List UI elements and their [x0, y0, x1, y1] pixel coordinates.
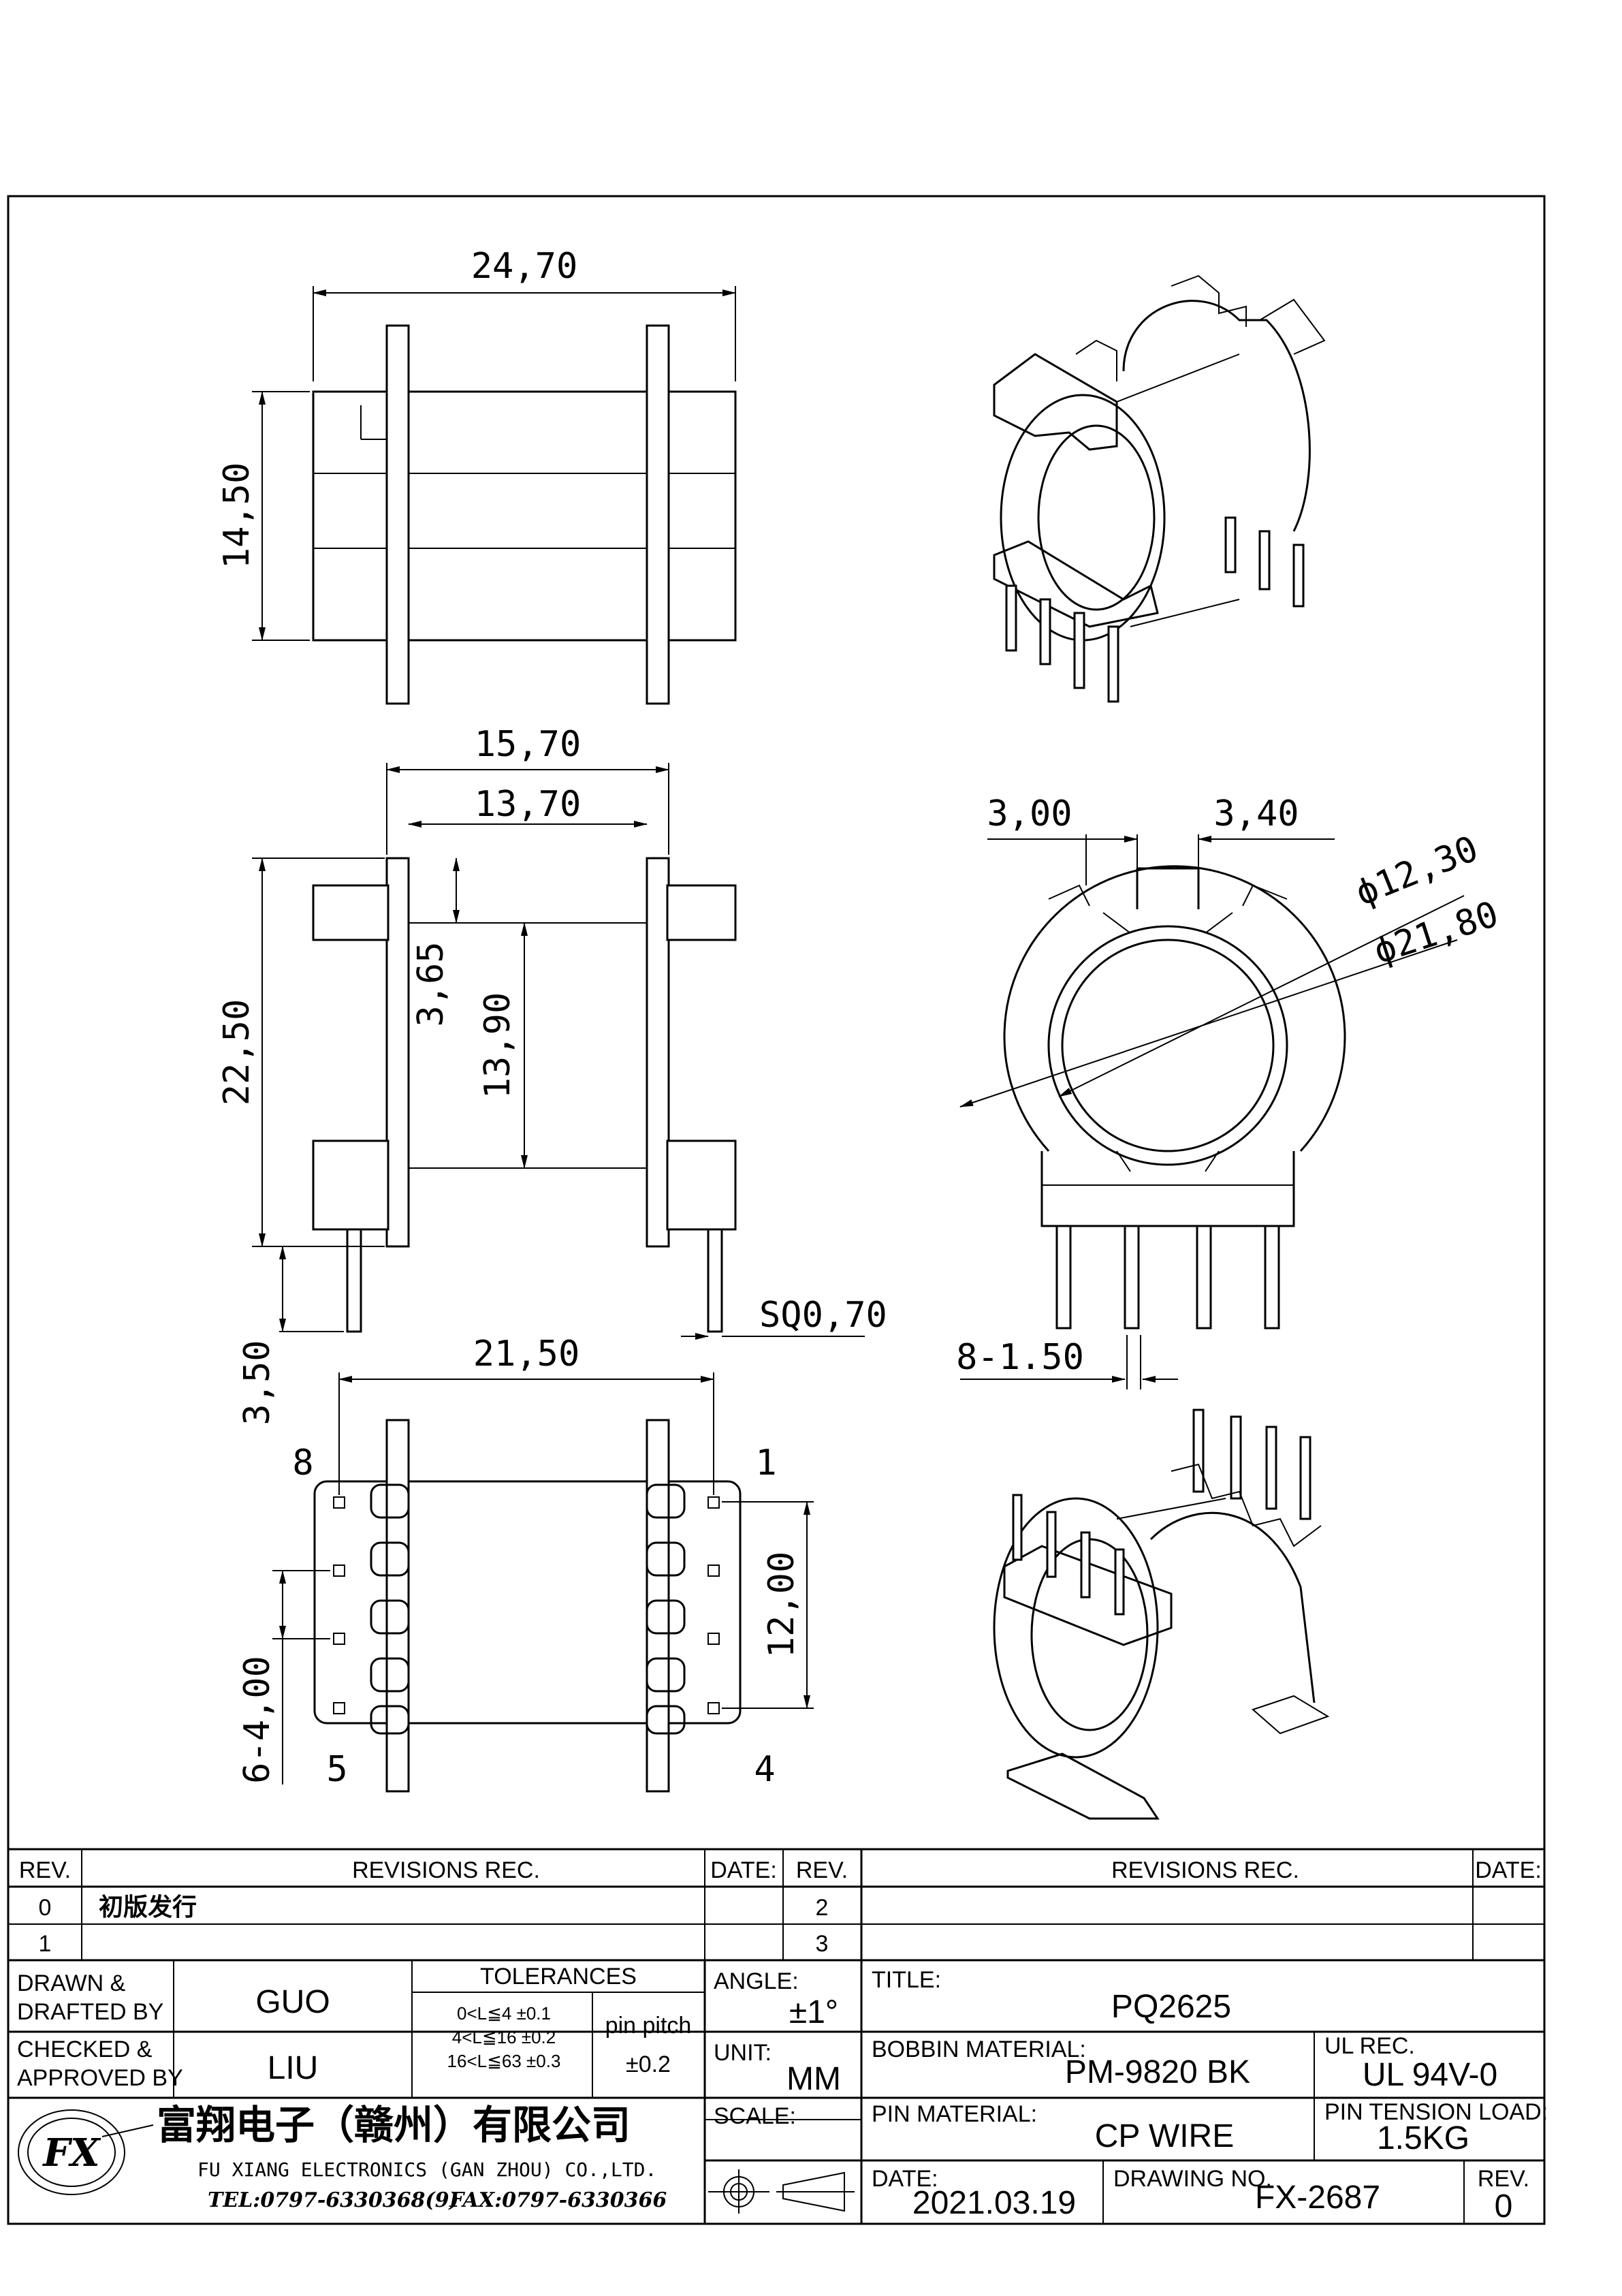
pin-material-label: PIN MATERIAL: [872, 2101, 1037, 2127]
isometric-view-bottom [993, 1409, 1330, 1820]
side-pin-right [707, 1228, 723, 1333]
scale-label: SCALE: [714, 2103, 796, 2129]
dim-pin-length: 3,50 [237, 1340, 278, 1425]
front-outer-arc [1003, 865, 1346, 1152]
dim-side-step: 3,65 [411, 941, 451, 1026]
isometric-view-top [993, 274, 1326, 703]
dim-bottom-pitch: 6-4,00 [237, 1656, 278, 1784]
dim-top-height: 14,50 [217, 462, 257, 569]
unit-label: UNIT: [714, 2040, 772, 2066]
bottom-view-body [313, 1480, 742, 1725]
pin-label-8: 8 [292, 1443, 313, 1483]
tolerance-line-2: 4<L≦16 ±0.2 [452, 2027, 556, 2047]
iso-bottom-pins [1012, 1409, 1311, 1616]
tolerance-line-3: 16<L≦63 ±0.3 [447, 2051, 561, 2071]
rev-row-0-num: 0 [39, 1895, 52, 1921]
dim-pin-square: SQ0,70 [759, 1295, 887, 1336]
side-pin-left [346, 1228, 362, 1333]
tolerances-label: TOLERANCES [480, 1964, 637, 1990]
rev-row-0-text: 初版发行 [99, 1893, 197, 1921]
dim-bottom-width: 21,50 [473, 1334, 580, 1374]
dim-side-outer-width: 15,70 [475, 724, 582, 765]
company-logo-icon: FX [18, 2109, 125, 2195]
header-rev-left: REV. [19, 1857, 71, 1883]
rev-row-2-num: 2 [816, 1895, 829, 1921]
company-tel: TEL:0797-6330368(9) [208, 2188, 459, 2212]
top-view: 24,70 14,50 [217, 246, 737, 705]
dim-side-inner-height: 13,90 [477, 992, 518, 1099]
top-view-right-flange [646, 324, 670, 705]
dim-front-outer-dia: ϕ21,80 [1369, 894, 1503, 972]
angle-label: ANGLE: [714, 1968, 799, 1994]
dim-front-pins: 8-1.50 [956, 1337, 1084, 1378]
unit-value: MM [786, 2061, 841, 2097]
front-base [1040, 1151, 1295, 1227]
rev-value: 0 [1495, 2188, 1513, 2224]
company-logo-text: FX [42, 2130, 101, 2175]
rev-row-1-num: 1 [39, 1931, 52, 1957]
date-value: 2021.03.19 [912, 2185, 1076, 2221]
front-inner-circle-inner [1061, 939, 1275, 1152]
side-view: 15,70 13,70 22,50 3,65 13,90 3,50 SQ0,70 [217, 724, 887, 1426]
title-block: REV. REVISIONS REC. DATE: REV. REVISIONS… [7, 1848, 1548, 2225]
rev-label: REV. [1478, 2166, 1529, 2192]
header-date-right: DATE: [1475, 1857, 1542, 1883]
top-view-left-flange [385, 324, 410, 705]
checked-value: LIU [268, 2050, 319, 2086]
checked-label-2: APPROVED BY [17, 2065, 183, 2091]
pin-pitch-label: pin pitch [605, 2013, 692, 2039]
front-inner-circle-outer [1047, 925, 1288, 1166]
drawn-value: GUO [255, 1984, 330, 2020]
iso-top-pins [1005, 516, 1305, 703]
dim-bottom-pin-span: 12,00 [761, 1552, 802, 1658]
header-revisions-left: REVISIONS REC. [352, 1857, 540, 1883]
bobbin-material-value: PM-9820 BK [1065, 2054, 1250, 2090]
pin-tension-label: PIN TENSION LOAD: [1324, 2099, 1548, 2125]
top-view-body [312, 390, 737, 642]
dim-front-right: 3,40 [1213, 793, 1299, 834]
ul-rec-label: UL REC. [1324, 2033, 1415, 2059]
tolerance-line-1: 0<L≦4 ±0.1 [457, 2003, 551, 2024]
title-value: PQ2625 [1111, 1989, 1231, 2025]
drawn-label-1: DRAWN & [17, 1970, 126, 1996]
bottom-view: 21,50 12,00 6-4,00 8 1 5 4 [237, 1334, 814, 1793]
header-revisions-right: REVISIONS REC. [1111, 1857, 1299, 1883]
date-label: DATE: [872, 2166, 938, 2192]
dim-side-height: 22,50 [217, 999, 257, 1106]
bottom-pin-pads-right [646, 1483, 686, 1735]
bottom-pin-pads-left [370, 1483, 410, 1735]
projection-symbol-icon [708, 2169, 855, 2214]
rev-row-3-num: 3 [816, 1931, 829, 1957]
header-date-left: DATE: [710, 1857, 777, 1883]
front-pins [1055, 1225, 1280, 1330]
title-label: TITLE: [872, 1967, 941, 1993]
pin-tension-value: 1.5KG [1377, 2120, 1469, 2156]
checked-label-1: CHECKED & [17, 2036, 153, 2062]
pin-label-1: 1 [755, 1443, 776, 1483]
header-rev-right: REV. [796, 1857, 848, 1883]
angle-value: ±1° [789, 1994, 838, 2030]
company-name-cn: 富翔电子（赣州）有限公司 [157, 2102, 631, 2148]
pin-material-value: CP WIRE [1095, 2118, 1234, 2154]
dim-side-inner-width: 13,70 [475, 784, 582, 825]
pin-label-5: 5 [326, 1749, 347, 1790]
dim-front-left: 3,00 [987, 793, 1072, 834]
pin-label-4: 4 [754, 1749, 775, 1790]
drawing-no-label: DRAWING NO. [1113, 2166, 1272, 2192]
bobbin-material-label: BOBBIN MATERIAL: [872, 2036, 1086, 2062]
ul-rec-value: UL 94V-0 [1363, 2057, 1497, 2093]
drawn-label-2: DRAFTED BY [17, 1999, 163, 2025]
front-view: 3,00 3,40 ϕ12,30 ϕ21,80 8-1.50 [956, 793, 1504, 1389]
dim-top-width: 24,70 [471, 246, 578, 287]
pin-pitch-value: ±0.2 [626, 2051, 671, 2077]
bottom-pin-squares [333, 1496, 720, 1714]
dim-front-inner-dia: ϕ12,30 [1350, 828, 1484, 914]
company-name-en: FU XIANG ELECTRONICS (GAN ZHOU) CO.,LTD. [197, 2158, 656, 2181]
company-fax: FAX:0797-6330366 [449, 2188, 667, 2212]
drawing-no-value: FX-2687 [1255, 2180, 1380, 2216]
